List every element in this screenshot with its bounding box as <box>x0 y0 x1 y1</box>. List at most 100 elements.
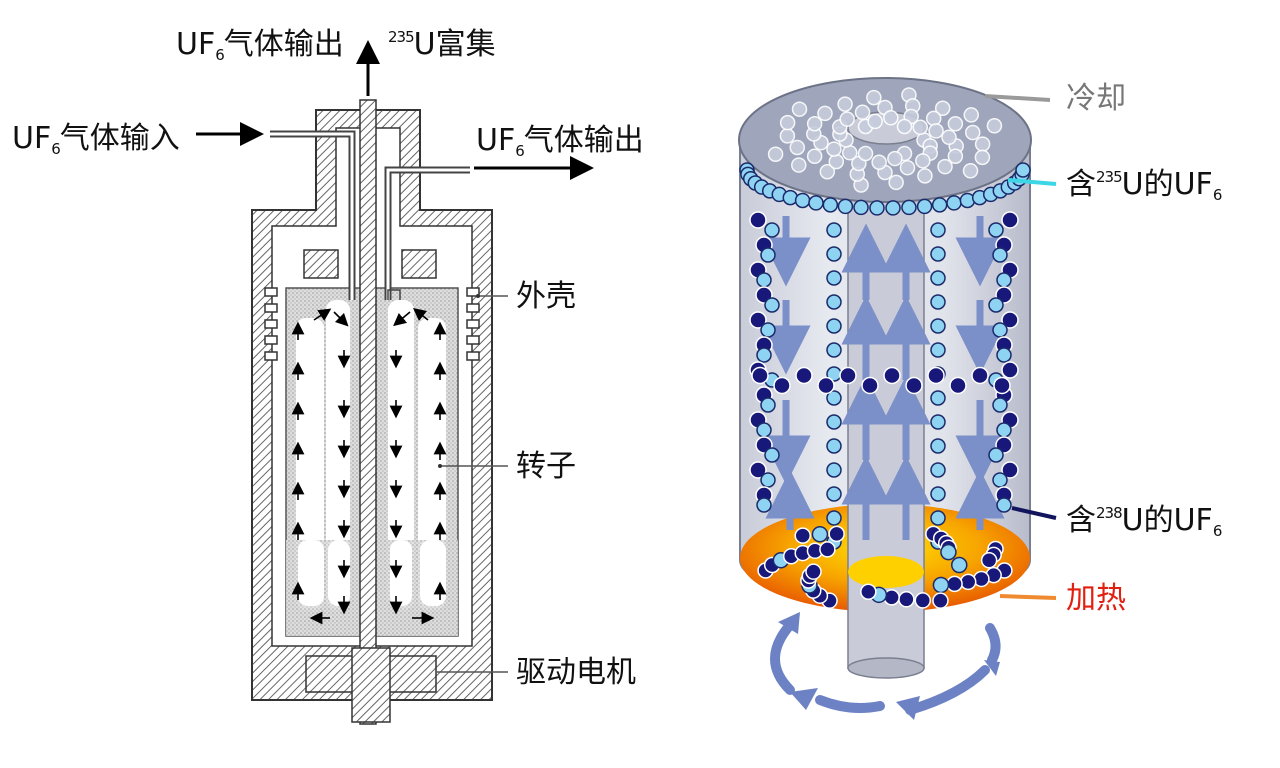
particle <box>749 311 767 329</box>
particle <box>992 322 1008 338</box>
particle <box>905 376 923 395</box>
particle <box>992 247 1008 263</box>
particle <box>930 510 946 526</box>
particle <box>930 486 946 502</box>
particle <box>828 525 845 543</box>
particle <box>901 199 917 216</box>
particle <box>1001 461 1019 479</box>
particle <box>992 472 1008 488</box>
gas-input-label: UF6气体输入 <box>12 121 180 158</box>
particle <box>826 438 842 454</box>
particle <box>992 397 1008 413</box>
particle <box>760 397 776 413</box>
particle <box>996 347 1012 363</box>
particle <box>930 222 946 238</box>
particle <box>826 510 842 526</box>
particle <box>751 366 769 385</box>
particle <box>760 322 776 338</box>
particle <box>806 148 823 164</box>
particle <box>779 128 796 144</box>
particle <box>795 366 813 385</box>
particle <box>934 100 951 116</box>
upper-magnet-right <box>401 249 437 279</box>
particle <box>912 119 929 136</box>
particle <box>869 200 885 216</box>
particle <box>789 139 806 156</box>
flow-arrows <box>291 308 447 625</box>
particle <box>764 447 780 463</box>
particle <box>779 114 796 131</box>
particle <box>947 148 964 164</box>
particles <box>739 87 1031 609</box>
particle <box>773 376 791 395</box>
particle <box>841 144 858 161</box>
particle <box>853 199 869 216</box>
rotation-arrows <box>770 620 1001 715</box>
u238-leader <box>1011 506 1057 520</box>
particle <box>861 376 879 395</box>
u235-leader <box>1007 178 1057 186</box>
cooling-leader <box>984 94 1051 102</box>
particle <box>980 551 998 569</box>
particle <box>885 200 901 216</box>
particle <box>888 174 904 191</box>
particle <box>764 222 780 238</box>
particle <box>871 154 887 170</box>
particle <box>867 113 883 130</box>
particle <box>928 123 944 139</box>
particle <box>996 497 1012 513</box>
particle <box>941 129 957 146</box>
particle <box>749 211 767 229</box>
particle <box>860 583 877 600</box>
particle <box>996 422 1012 438</box>
particle <box>756 497 772 513</box>
particle <box>925 110 942 127</box>
particle <box>916 198 933 215</box>
particle <box>898 591 915 608</box>
motor-shaft <box>351 647 391 723</box>
particle <box>947 116 964 132</box>
particle <box>930 342 946 358</box>
particle <box>817 376 835 395</box>
particle <box>791 157 807 173</box>
particle <box>854 104 871 121</box>
particle <box>764 297 780 313</box>
u238-label: 含238U的UF6 <box>1066 503 1222 540</box>
particle <box>1001 361 1019 379</box>
particle <box>986 118 1003 134</box>
particle <box>826 141 842 157</box>
particle <box>794 527 811 544</box>
top-output-label: UF6气体输出 <box>176 27 344 64</box>
particle <box>974 149 991 166</box>
particle <box>899 159 916 176</box>
particle <box>857 145 874 162</box>
particle <box>791 101 808 117</box>
particle <box>927 366 945 385</box>
particle <box>756 272 772 288</box>
particle <box>826 318 842 334</box>
particle <box>930 318 946 334</box>
particle <box>826 486 842 502</box>
particle <box>962 163 979 179</box>
particle <box>1001 311 1019 329</box>
particle <box>932 592 949 609</box>
particle <box>930 246 946 262</box>
particle <box>826 414 842 430</box>
motor-label: 驱动电机 <box>516 655 636 690</box>
particle <box>988 297 1004 313</box>
particle <box>826 294 842 310</box>
cooling-label: 冷却 <box>1066 81 1126 116</box>
particle <box>940 543 957 561</box>
particle <box>828 153 845 170</box>
particle <box>760 247 776 263</box>
shell-ribs <box>264 287 480 361</box>
particle <box>930 438 946 454</box>
particle <box>826 342 842 358</box>
particle <box>760 472 776 488</box>
particle <box>932 576 950 594</box>
particle <box>930 294 946 310</box>
particle <box>917 168 933 184</box>
rotor-label: 转子 <box>516 449 576 484</box>
